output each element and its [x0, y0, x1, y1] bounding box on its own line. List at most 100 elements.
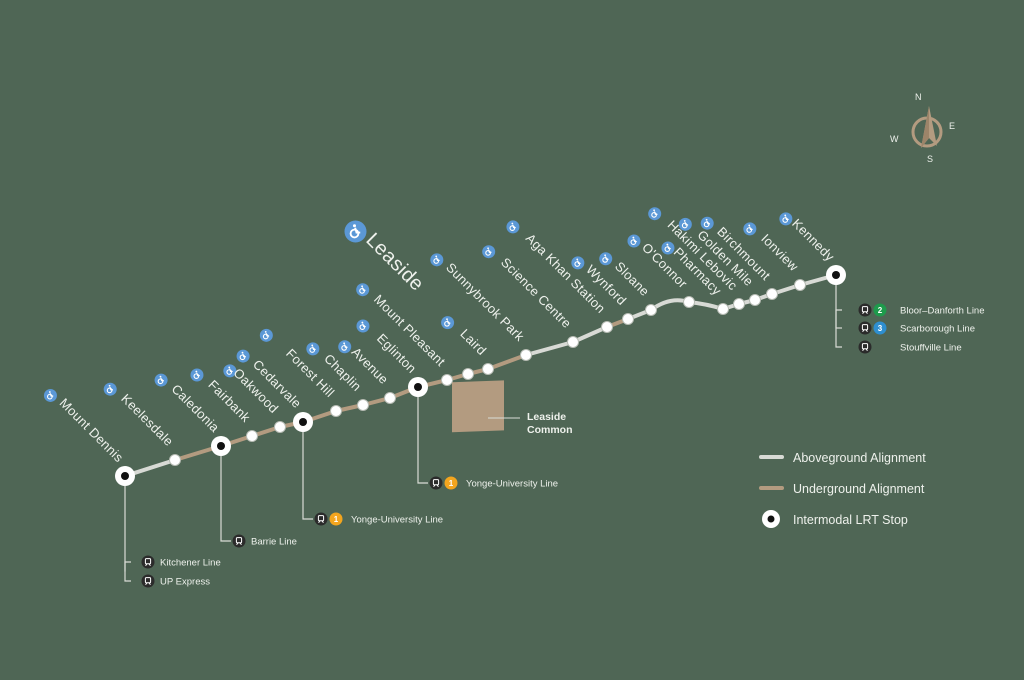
stop-forest-hill[interactable] [330, 405, 342, 417]
wheelchair-head [228, 366, 231, 369]
wheelchair-frame [109, 386, 114, 391]
route-segment-underground [486, 353, 528, 371]
stop-cedarvale-center [299, 418, 307, 426]
stop-sunnybrook-park[interactable] [520, 349, 532, 361]
accessible-mount-dennis-icon [43, 388, 57, 402]
wheelchair-wheel [433, 258, 440, 264]
line-2-badge-number: 2 [878, 306, 883, 315]
accessible-caledonia-icon [154, 373, 168, 387]
train-rails [862, 348, 868, 351]
stop-mount-pleasant[interactable] [441, 374, 453, 386]
line-1-badge [444, 476, 458, 490]
accessible-chaplin-icon [306, 342, 320, 356]
legend: Aboveground Alignment Underground Alignm… [759, 451, 926, 528]
stop-golden-mile[interactable] [749, 294, 761, 306]
connection-label-yonge-university-line[interactable]: Yonge-University Line [351, 515, 443, 526]
stop-science-centre[interactable] [567, 336, 579, 348]
line-1-badge-number: 1 [449, 479, 454, 488]
connection-label-bloor-danforth-line[interactable]: Bloor–Danforth Line [900, 306, 985, 317]
wheelchair-wheel [262, 333, 269, 340]
wheelchair-head [748, 224, 751, 227]
compass-e-label: E [949, 121, 955, 131]
wheelchair-wheel [602, 257, 608, 263]
train-icon [232, 534, 246, 548]
connection-kennedy-0-train-icon [858, 303, 872, 317]
stop-sloane[interactable] [645, 304, 657, 316]
connection-eglinton-0-train-icon [429, 476, 443, 490]
wheelchair-frame [577, 260, 581, 264]
stop-birchmount[interactable] [766, 288, 778, 300]
connection-cedarvale-0-train-icon [314, 512, 328, 526]
stop-hakimi-lebovic[interactable] [733, 298, 745, 310]
train-body [317, 515, 325, 522]
stop-o-connor[interactable] [683, 296, 695, 308]
wheelchair-frame [487, 249, 492, 253]
wheelchair-wheel [309, 347, 316, 353]
connection-label-barrie-line[interactable]: Barrie Line [251, 537, 297, 548]
connection-label-yonge-university-line[interactable]: Yonge-University Line [466, 479, 558, 490]
stop-leaside[interactable] [462, 368, 474, 380]
stop-fairbank[interactable] [246, 430, 258, 442]
connection-kennedy-2-train-icon [858, 340, 872, 354]
wheelchair-frame [706, 220, 711, 225]
accessible-hakimi-lebovic-icon [648, 207, 662, 221]
connection-label-up-express[interactable]: UP Express [160, 577, 210, 588]
connection-label-scarborough-line[interactable]: Scarborough Line [900, 324, 975, 335]
train-body [861, 343, 869, 350]
stop-laird[interactable] [482, 363, 494, 375]
wheelchair-wheel [782, 217, 789, 223]
stop-chaplin[interactable] [357, 399, 369, 411]
accessible-golden-mile-icon [678, 217, 692, 231]
accessible-oakwood-icon [223, 364, 237, 378]
wheelchair-wheel [485, 250, 491, 256]
wheelchair-frame [160, 377, 164, 382]
stop-avenue[interactable] [384, 392, 396, 404]
wheelchair-frame [312, 346, 316, 350]
connector-eglinton [417, 397, 428, 484]
stop-keelesdale[interactable] [169, 454, 181, 466]
train-icon [429, 476, 443, 490]
stop-aga-khan-station[interactable] [601, 321, 613, 333]
train-rails [318, 520, 324, 523]
wheelchair-wheel [630, 239, 637, 246]
legend-aboveground-label: Aboveground Alignment [793, 451, 926, 465]
wheelchair-frame [446, 320, 451, 324]
wheelchair-head [352, 224, 357, 228]
accessible-birchmount-icon [700, 216, 714, 230]
wheelchair-frame [196, 372, 200, 377]
connection-label-stouffville-line[interactable]: Stouffville Line [900, 343, 962, 354]
stop-ionview[interactable] [794, 279, 806, 291]
accessible-avenue-icon [338, 340, 352, 354]
stop-oakwood[interactable] [274, 421, 286, 433]
wheelchair-wheel [349, 228, 360, 239]
accessible-cedarvale-icon [236, 349, 250, 363]
stop-caledonia-center [217, 442, 225, 450]
train-icon [141, 574, 155, 588]
connector-bracket-mount_dennis [124, 561, 131, 582]
stop-wynford[interactable] [622, 313, 634, 325]
line-3-badge-number: 3 [878, 324, 883, 333]
wheelchair-head [241, 351, 244, 354]
accessible-leaside-icon [344, 220, 367, 243]
leaside-common-label-line2: Common [527, 424, 573, 436]
accessible-sunnybrook-park-icon [430, 253, 444, 267]
connection-label-kitchener-line[interactable]: Kitchener Line [160, 558, 221, 569]
accessible-science-centre-icon [482, 245, 496, 259]
wheelchair-head [195, 370, 198, 373]
train-icon [141, 555, 155, 569]
wheelchair-frame [361, 287, 366, 291]
wheelchair-wheel [509, 225, 516, 231]
train-body [235, 537, 243, 544]
wheelchair-frame [512, 224, 516, 229]
stop-pharmacy[interactable] [717, 303, 729, 315]
wheelchair-head [361, 321, 364, 324]
compass-rose: N S E W [890, 92, 955, 164]
compass-arrow-shade [921, 106, 929, 148]
wheelchair-head [343, 342, 346, 345]
wheelchair-wheel [239, 354, 246, 361]
wheelchair-head [666, 243, 669, 246]
train-rails [862, 311, 868, 314]
wheelchair-head [311, 344, 314, 347]
